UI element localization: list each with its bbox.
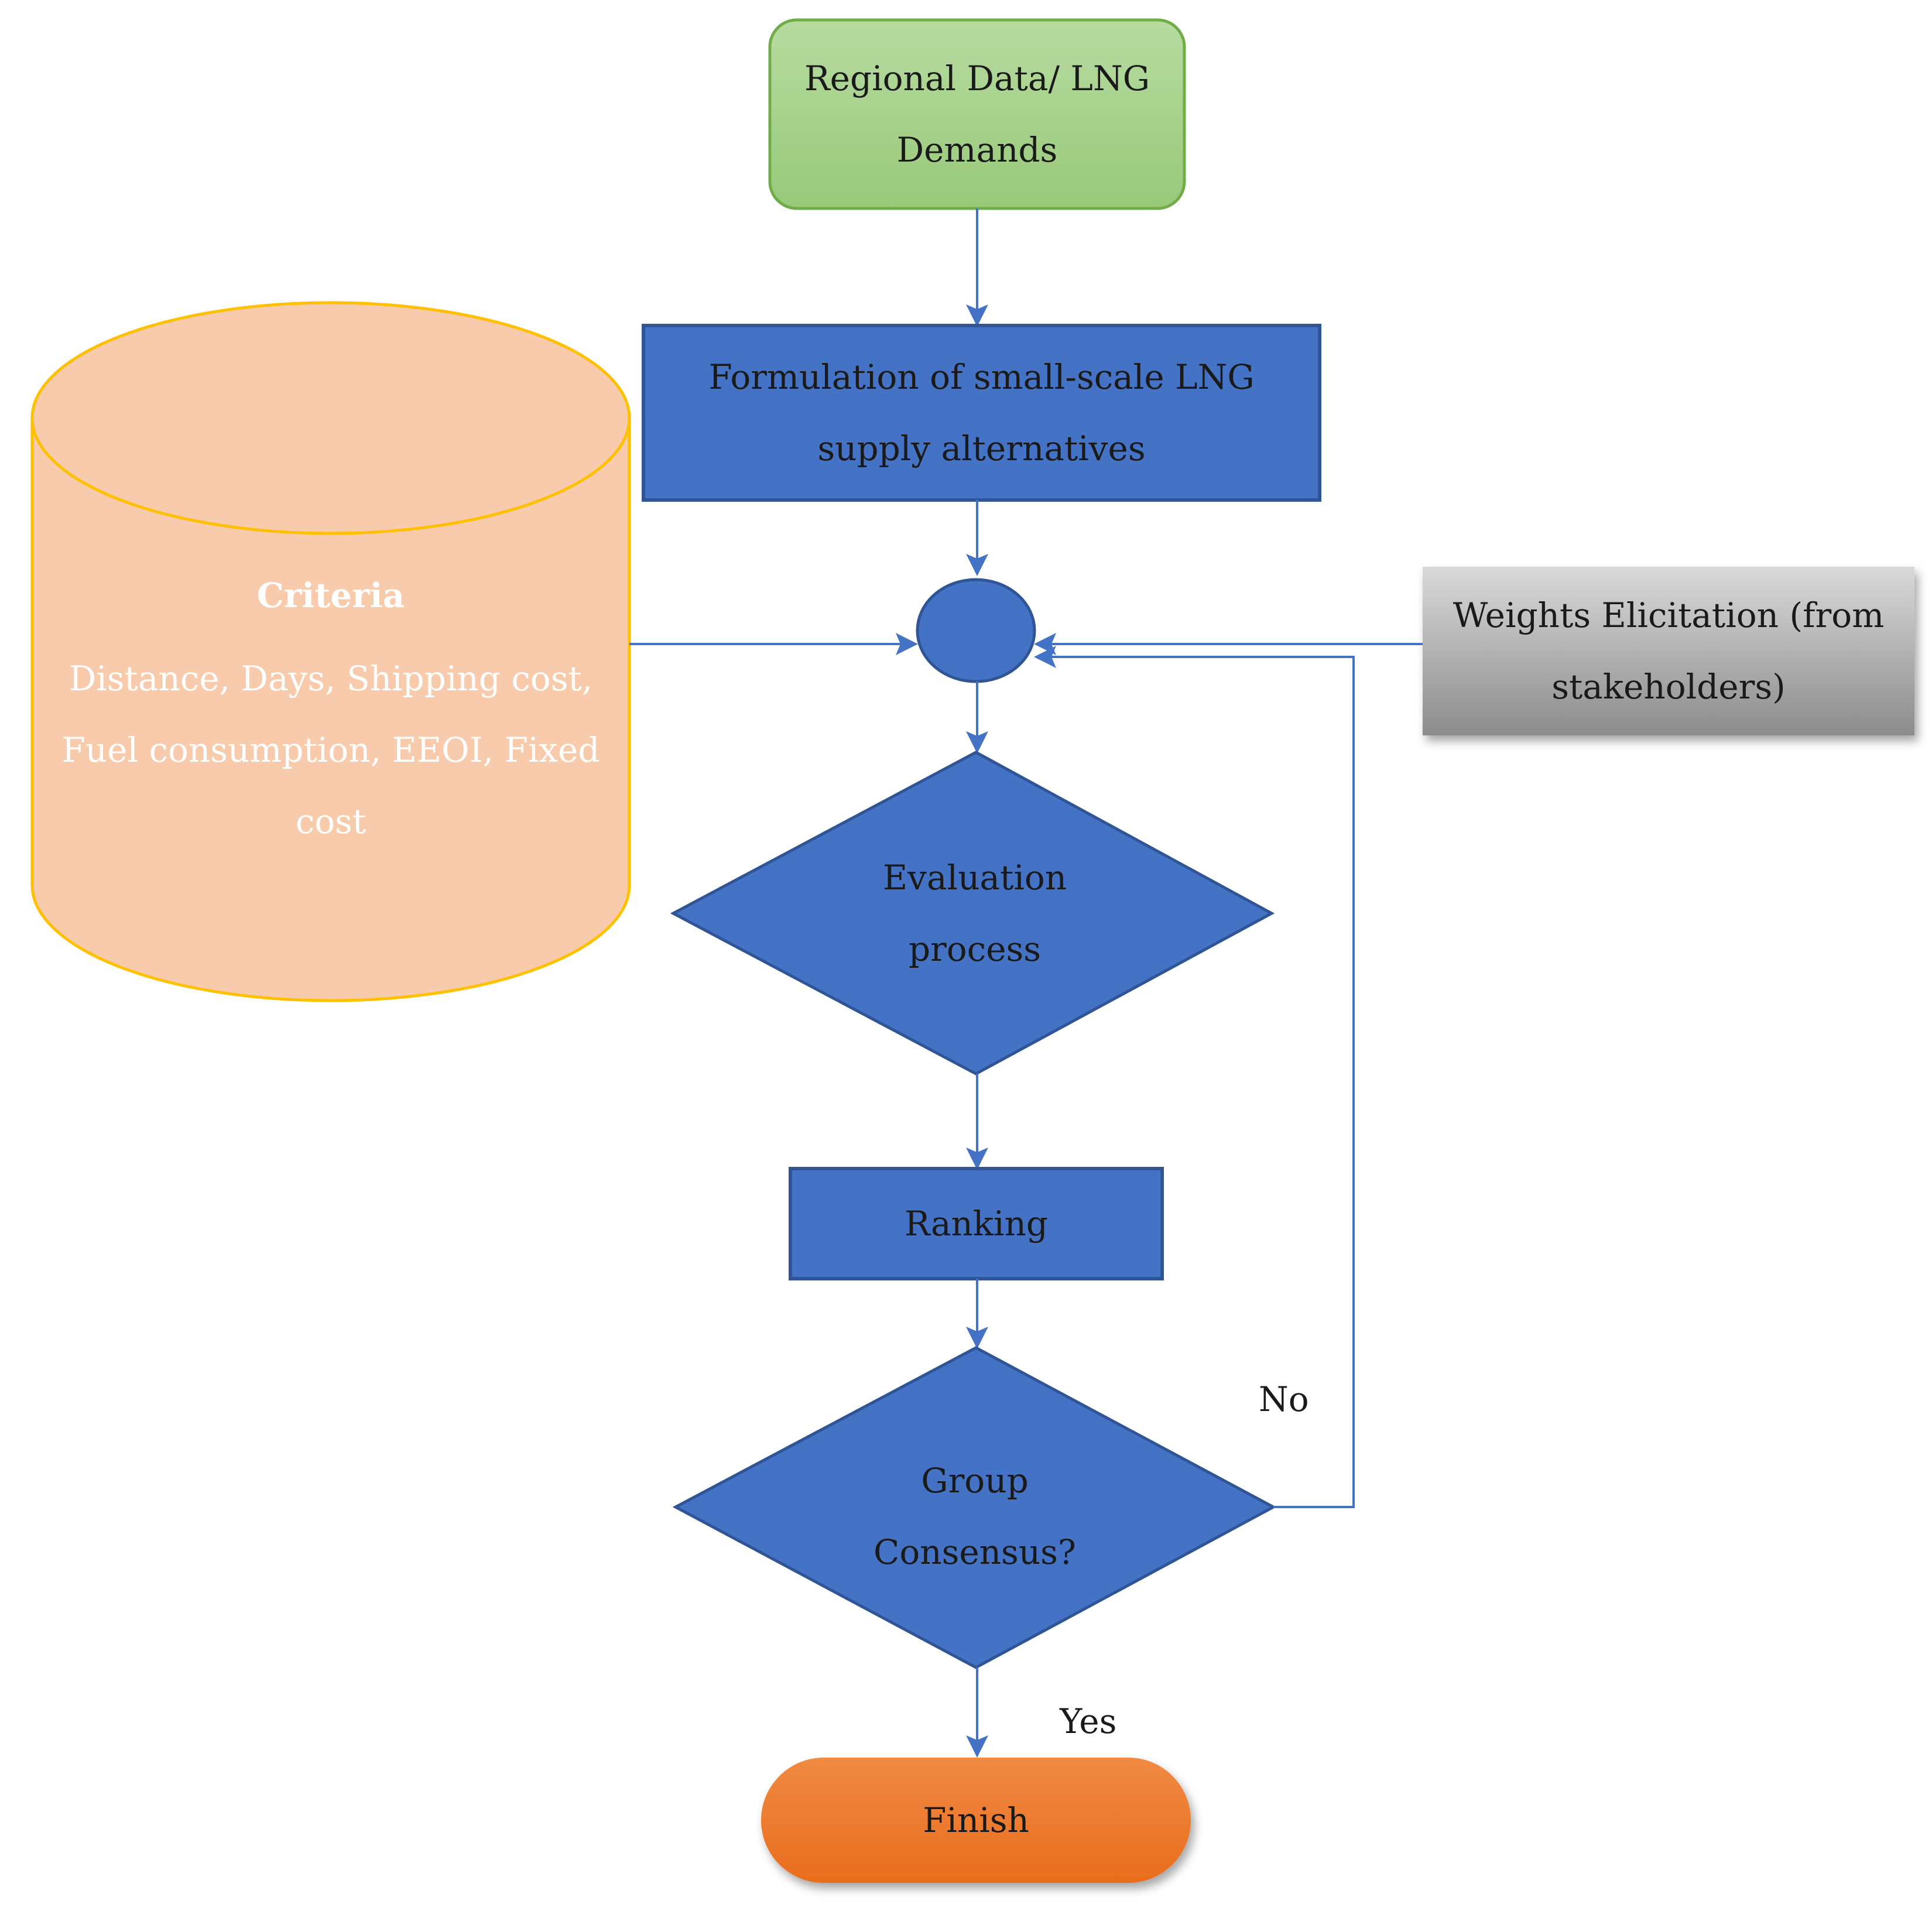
formulation-label: Formulation of small-scale LNG supply al… [708,357,1255,468]
no-edge-label: No [1259,1379,1309,1419]
formulation-node [642,324,1321,502]
ranking-node [789,1167,1164,1280]
regional-data-label: Regional Data/ LNG Demands [804,59,1150,170]
ranking-label: Ranking [904,1204,1049,1244]
finish-label: Finish [923,1800,1029,1840]
criteria-body: Distance, Days, Shipping cost, Fuel cons… [61,659,600,841]
consensus-label: Group Consensus? [873,1461,1077,1572]
criteria-title: Criteria [256,576,405,615]
arrow-no-feedback-loop [1034,646,1355,1508]
finish-node [761,1758,1191,1883]
yes-edge-label: Yes [1060,1701,1117,1741]
weights-node [1423,567,1914,735]
evaluation-label: Evaluation process [882,858,1067,969]
weights-label: Weights Elicitation (from stakeholders) [1453,595,1885,707]
criteria-cylinder [30,301,631,1002]
merge-circle [916,578,1036,683]
criteria-label: Criteria Distance, Days, Shipping cost, … [32,550,629,867]
